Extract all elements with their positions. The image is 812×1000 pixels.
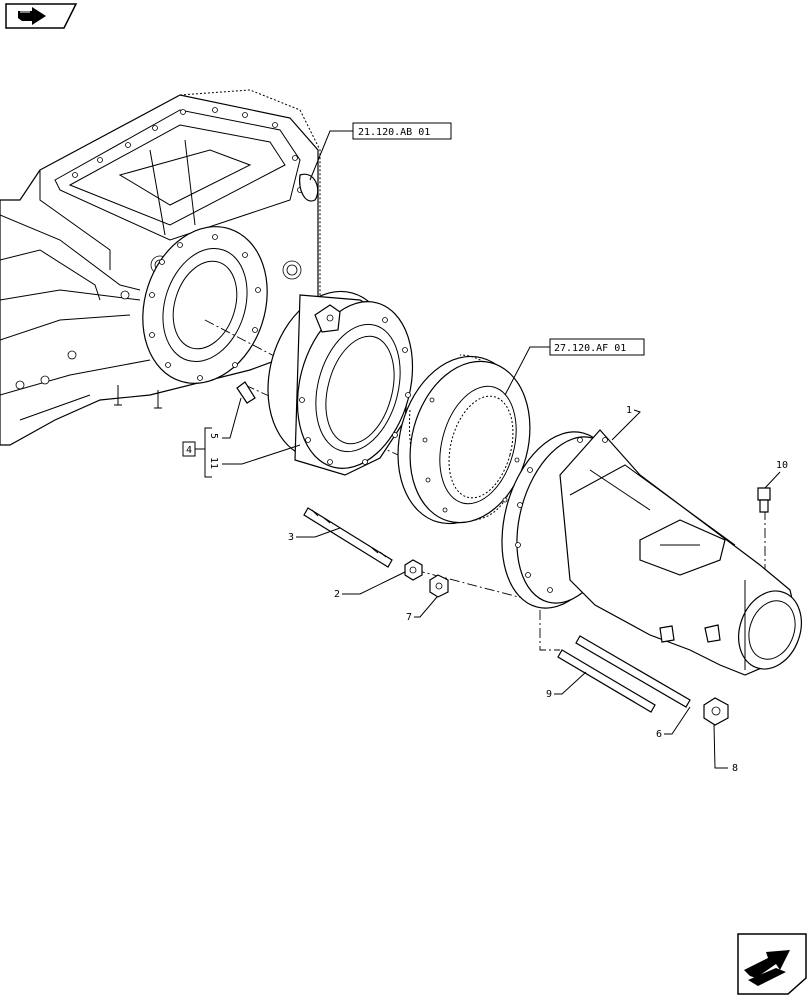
reference-label-top[interactable]: 21.120.AB 01 [358,127,430,138]
callout-11: 11 [208,457,219,469]
previous-page-button[interactable] [4,2,78,30]
next-page-button[interactable] [736,932,808,996]
callout-10: 10 [776,460,788,471]
callout-2: 2 [334,589,340,600]
callout-1: 1 [626,405,632,416]
next-page-icon [737,933,807,995]
callout-4: 4 [186,445,192,456]
part-1-axle-housing [501,429,802,676]
transmission-housing [0,89,321,446]
part-8-nut [703,697,729,726]
callout-9: 9 [546,689,552,700]
previous-page-icon [5,3,78,29]
part-7-nut [429,574,449,598]
callout-3: 3 [288,532,294,543]
part-3-stud [303,507,393,568]
part-6-stud [575,635,691,708]
reference-box-middle[interactable]: 27.120.AF 01 [504,338,645,396]
part-10-breather-fitting [757,487,771,513]
reference-box-top[interactable]: 21.120.AB 01 [309,122,452,181]
callout-7: 7 [406,612,412,623]
part-5-dowel-pin [236,381,256,404]
part-2-nut [404,559,423,581]
part-11-bearing-support [267,290,414,476]
ring-gear [397,354,531,525]
callout-5: 5 [208,433,219,439]
callout-8: 8 [732,763,738,774]
part-9-stud [557,649,656,713]
callouts: 1 10 3 2 7 9 6 8 4 5 11 [182,397,788,774]
callout-6: 6 [656,729,662,740]
reference-label-middle[interactable]: 27.120.AF 01 [554,343,626,354]
